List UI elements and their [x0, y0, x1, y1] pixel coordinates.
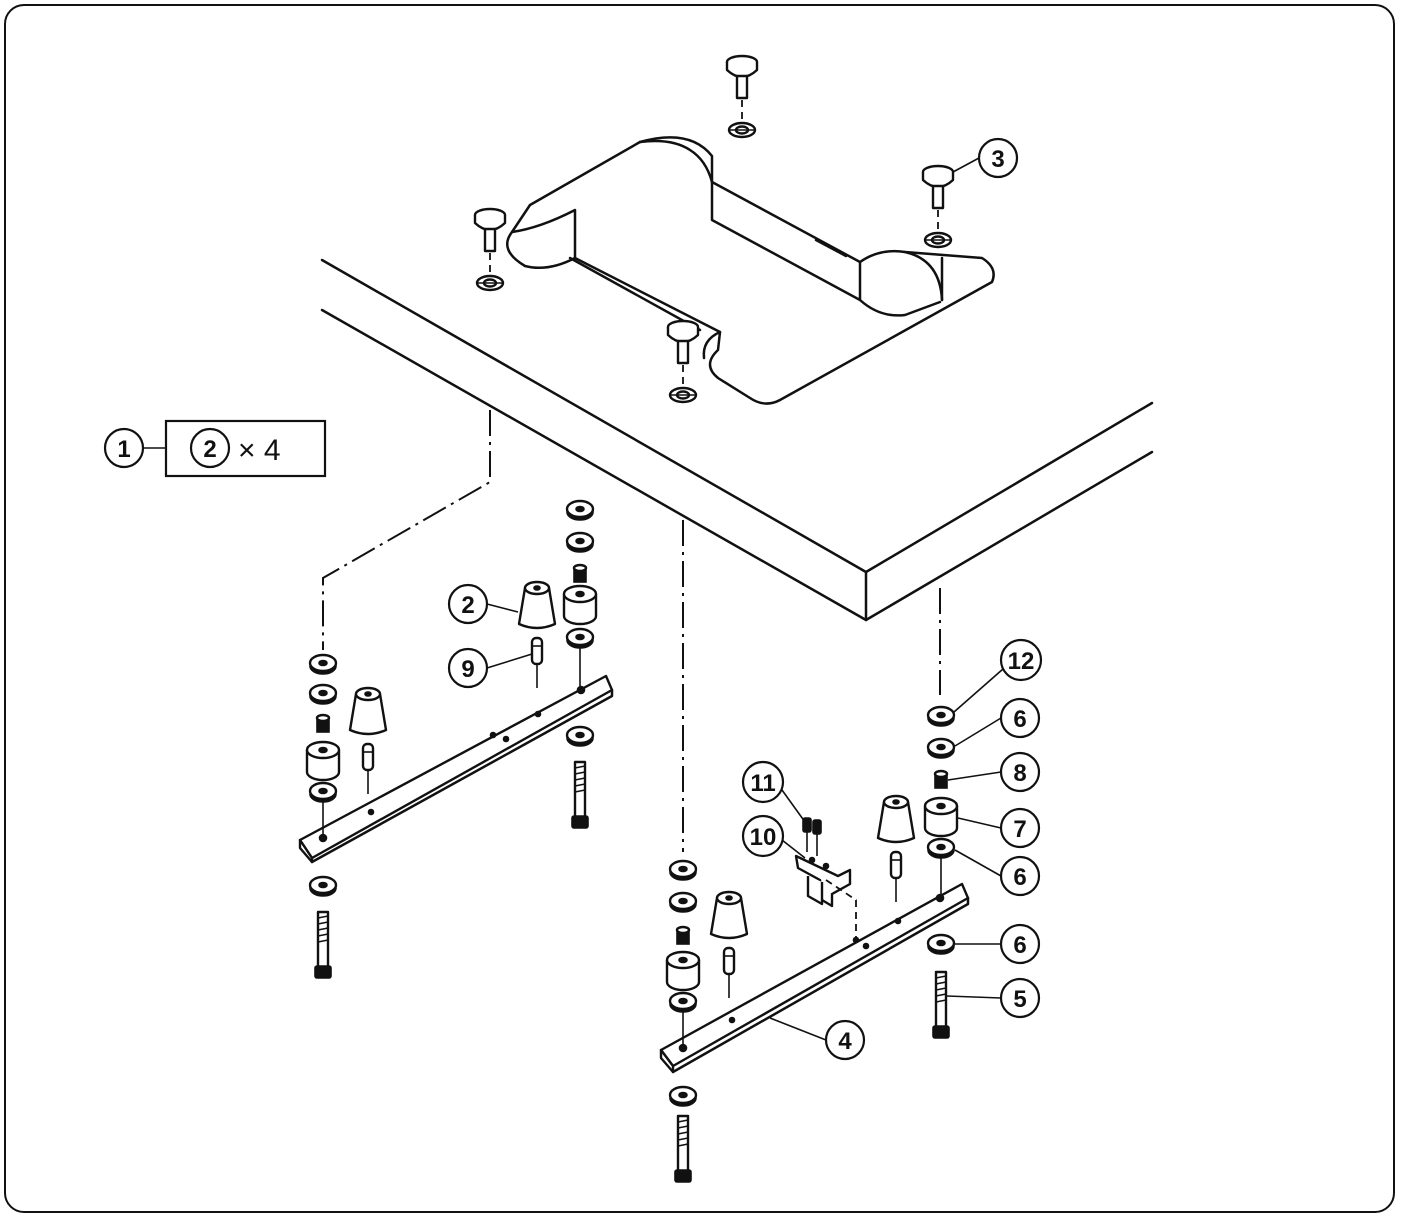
left-support-assembly: [298, 499, 614, 980]
svg-text:5: 5: [1013, 986, 1026, 1013]
callout-8: 8: [947, 751, 1041, 793]
kit-item-number: 1: [117, 436, 130, 463]
svg-text:8: 8: [1013, 760, 1026, 787]
hinge-pin-right: [921, 164, 955, 249]
svg-text:9: 9: [461, 656, 474, 683]
svg-text:2: 2: [461, 592, 474, 619]
svg-text:4: 4: [838, 1028, 852, 1055]
callout-12: 12: [953, 638, 1043, 713]
svg-text:10: 10: [750, 824, 777, 851]
screws: [802, 817, 822, 856]
callout-9: 9: [447, 647, 533, 689]
kit-contains-number: 2: [203, 436, 216, 463]
svg-text:3: 3: [991, 146, 1004, 173]
callout-7: 7: [957, 807, 1041, 849]
svg-text:12: 12: [1008, 648, 1035, 675]
callout-6-lower: 6: [955, 923, 1041, 965]
hinge-pin-left: [473, 207, 507, 292]
svg-text:11: 11: [750, 770, 775, 797]
callout-5: 5: [946, 977, 1041, 1019]
table-top: [320, 136, 1154, 622]
callout-6-middle: 6: [954, 849, 1041, 897]
callout-2: 2: [447, 583, 519, 625]
kit-label: 1 2 × 4: [103, 419, 327, 478]
hinge-pin-front: [666, 319, 700, 404]
callout-6-upper: 6: [954, 697, 1041, 747]
callout-3: 3: [952, 137, 1019, 179]
bracket: [794, 854, 857, 938]
svg-text:6: 6: [1013, 932, 1026, 959]
assembly-center-lines: [322, 410, 941, 852]
svg-text:6: 6: [1013, 864, 1026, 891]
diagram-frame: [4, 4, 1395, 1213]
svg-text:6: 6: [1013, 706, 1026, 733]
kit-multiplier: × 4: [238, 434, 281, 467]
callout-4: 4: [769, 1017, 866, 1061]
hinge-pin-top: [725, 54, 759, 139]
callout-11: 11: [741, 760, 806, 823]
right-support-assembly: [659, 705, 970, 1184]
svg-text:7: 7: [1013, 816, 1026, 843]
callout-10: 10: [741, 814, 806, 859]
